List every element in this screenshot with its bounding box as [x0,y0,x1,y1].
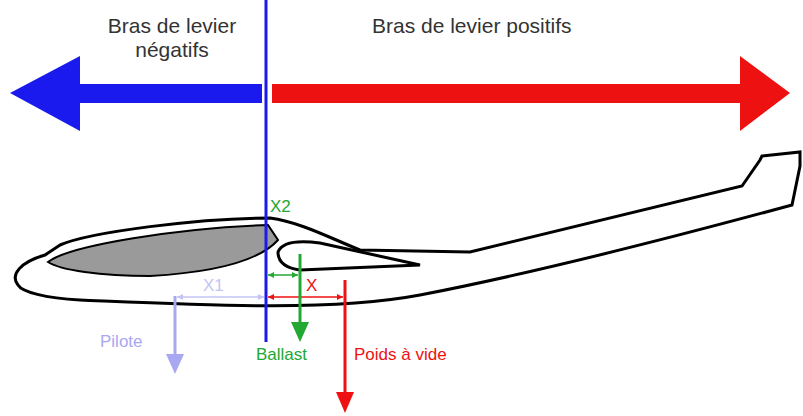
axis-heading: Bras de levier négatifs [82,14,262,62]
weight-label: Pilote [100,332,143,352]
arrowhead [291,322,309,342]
positive-arrow [272,56,790,131]
fuselage [15,152,800,306]
axis-heading: Bras de levier positifs [372,14,572,38]
dimension-tick [268,272,298,278]
weight-label: Ballast [256,345,307,365]
arrowhead [336,392,354,413]
datum-line [265,0,268,342]
dimension-label: X [306,276,317,296]
arrowhead [166,354,184,374]
empty-weight-arrow [344,280,347,396]
pilot-weight-arrow [174,296,177,358]
weight-label: Poids à vide [354,345,447,365]
dimension-tick [268,294,343,300]
dimension-label: X1 [203,276,224,296]
x1-dimension [177,296,264,298]
ballast-weight-arrow [299,254,302,326]
dimension-label: X2 [270,197,291,217]
x-dimension [268,296,343,298]
canopy [48,225,278,276]
negative-arrow [10,56,262,131]
